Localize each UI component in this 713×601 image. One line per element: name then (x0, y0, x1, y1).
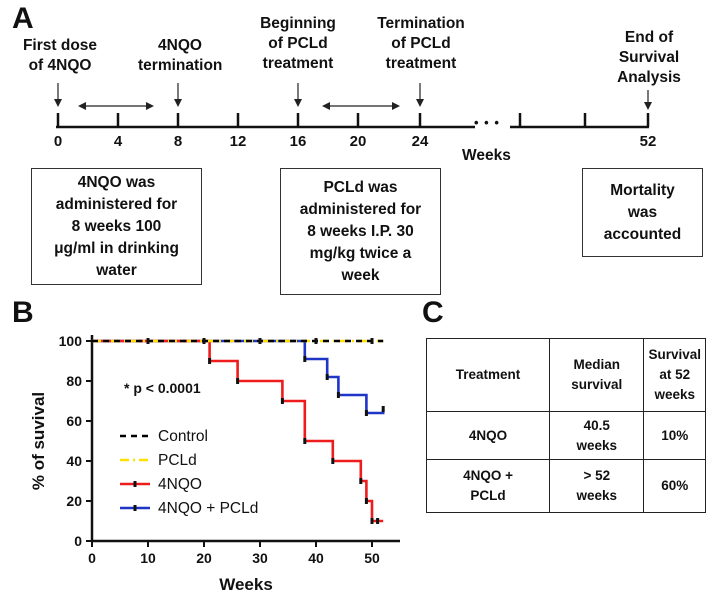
censor-mark (280, 398, 284, 404)
event-survival-end: End of Survival Analysis (617, 29, 681, 86)
timeline-tick: 12 (229, 133, 247, 150)
censor-mark (258, 338, 262, 344)
series-line-3 (92, 339, 385, 415)
box-pcld: PCLd was administered for 8 weeks I.P. 3… (280, 168, 441, 295)
event-pcld-end: Termination of PCLd treatment (377, 15, 465, 72)
timeline-graphic (54, 83, 652, 129)
censor-mark (381, 406, 385, 412)
table-row: 4NQO + PCLd > 52 weeks 60% (425, 459, 706, 513)
timeline-tick: 4 (113, 133, 123, 150)
event-first-dose: First dose of 4NQO (22, 37, 98, 74)
legend-censor-mark (133, 505, 137, 511)
y-tick-label: 0 (74, 533, 82, 549)
censor-mark (336, 392, 340, 398)
table-cell: 60% (643, 459, 706, 513)
timeline-tick: 8 (173, 133, 183, 150)
censor-mark (303, 356, 307, 362)
x-tick-label: 30 (252, 550, 268, 566)
timeline-weeks-label: Weeks (462, 147, 511, 164)
event-pcld-begin: Beginning of PCLd treatment (260, 15, 336, 72)
x-tick-label: 20 (196, 550, 212, 566)
y-axis-label: % of suvival (29, 392, 48, 490)
censor-mark (370, 518, 374, 524)
table-header-row: Treatment Median survival Survival at 52… (425, 338, 706, 412)
censor-mark (146, 338, 150, 344)
legend-label: PCLd (158, 452, 197, 469)
censor-mark (314, 338, 318, 344)
table-row: 4NQO 40.5 weeks 10% (425, 411, 706, 460)
y-tick-label: 80 (66, 373, 82, 389)
y-tick-label: 100 (59, 333, 83, 349)
x-tick-label: 40 (308, 550, 324, 566)
event-4nqo-termination: 4NQO termination (138, 37, 223, 74)
panel-label-c: C (422, 296, 444, 329)
panel-label-b: B (12, 296, 34, 329)
y-tick-label: 20 (66, 493, 82, 509)
timeline-tick: 20 (349, 133, 367, 150)
box-4nqo: 4NQO was administered for 8 weeks 100 μg… (31, 168, 202, 285)
censor-mark (208, 358, 212, 364)
box-mortality: Mortality was accounted (582, 168, 703, 257)
legend-label: 4NQO + PCLd (158, 500, 258, 517)
timeline-tick: 0 (53, 133, 63, 150)
timeline-tick: 16 (289, 133, 307, 150)
censor-mark (202, 338, 206, 344)
x-tick-label: 0 (88, 550, 96, 566)
timeline-tick: 52 (639, 133, 657, 150)
x-tick-label: 50 (364, 550, 380, 566)
table-cell: 10% (643, 411, 706, 460)
x-axis-label: Weeks (219, 575, 273, 594)
censor-mark (359, 478, 363, 484)
censor-mark (325, 374, 329, 380)
timeline-ellipsis: • • • (474, 115, 500, 130)
p-value-annotation: * p < 0.0001 (124, 380, 201, 396)
table-header-cell: Median survival (549, 338, 645, 412)
legend-label: 4NQO (158, 476, 202, 493)
censor-mark (364, 410, 368, 416)
table-cell: 4NQO (425, 411, 551, 460)
table-cell: 4NQO + PCLd (425, 459, 551, 513)
series-line-2 (92, 339, 384, 523)
censor-mark (370, 338, 374, 344)
legend-censor-mark (133, 481, 137, 487)
table-cell: > 52 weeks (549, 459, 645, 513)
timeline-tick: 24 (411, 133, 429, 150)
censor-mark (331, 458, 335, 464)
legend-label: Control (158, 428, 208, 445)
survival-table: Treatment Median survival Survival at 52… (425, 338, 706, 513)
y-tick-label: 60 (66, 413, 82, 429)
x-tick-label: 10 (140, 550, 156, 566)
censor-mark (376, 518, 380, 524)
censor-mark (364, 498, 368, 504)
table-header-cell: Survival at 52 weeks (643, 338, 706, 412)
censor-mark (236, 378, 240, 384)
table-header-cell: Treatment (425, 338, 551, 412)
y-tick-label: 40 (66, 453, 82, 469)
panel-label-a: A (12, 2, 34, 35)
censor-mark (303, 438, 307, 444)
table-cell: 40.5 weeks (549, 411, 645, 460)
